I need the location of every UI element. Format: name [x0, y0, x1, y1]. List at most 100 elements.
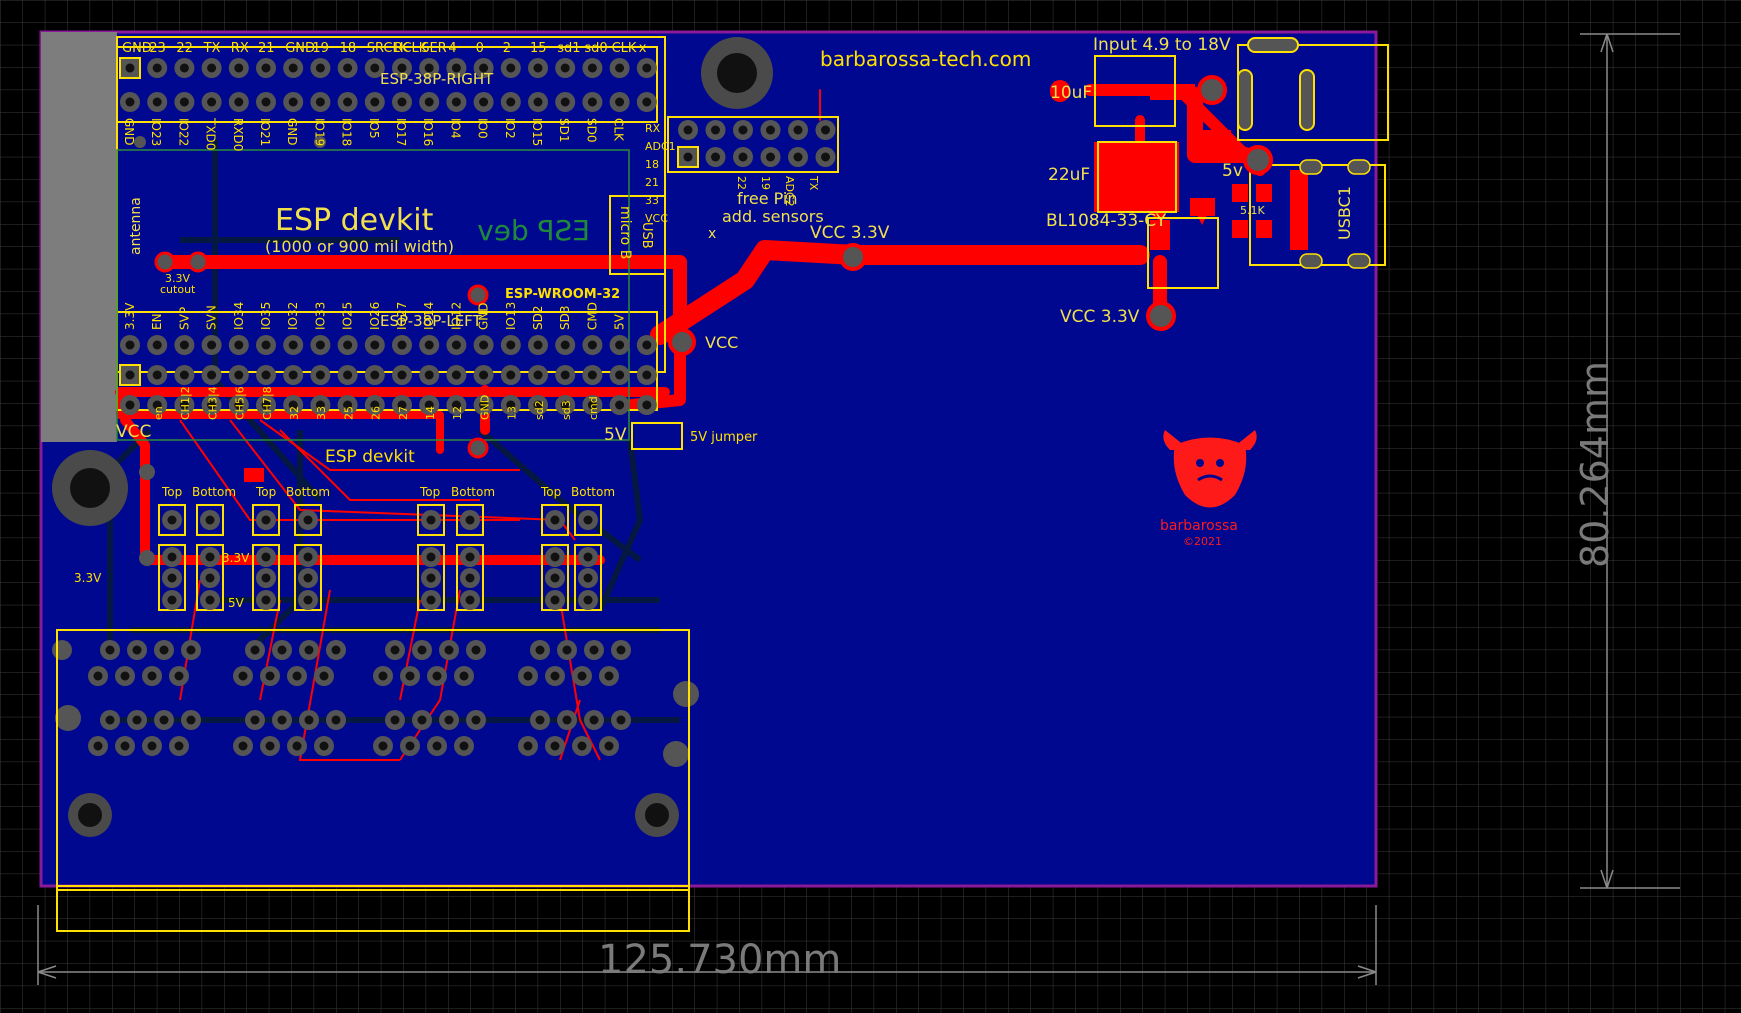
pin-label: 32: [288, 406, 301, 420]
pin-label: IO34: [232, 302, 246, 330]
pin-label: SVP: [177, 307, 191, 330]
pin-label: IO14: [422, 302, 436, 330]
pad-drill: [550, 515, 560, 525]
esp-antenna-area: [41, 32, 117, 442]
pin-label: CH1|2: [179, 386, 192, 420]
pad-drill: [370, 63, 380, 73]
bottom-header-row-2[interactable]: [119, 364, 657, 386]
pin-label: Bottom: [192, 485, 236, 499]
pad-drill: [550, 573, 560, 583]
pad-drill: [125, 63, 135, 73]
input-voltage-label: Input 4.9 to 18V: [1093, 35, 1231, 55]
free-pin-header[interactable]: [677, 120, 836, 168]
bottom-header-row-3[interactable]: [120, 395, 657, 415]
pad-drill: [234, 97, 244, 107]
pin-label: IO21: [258, 118, 272, 146]
pin-label: sd2: [533, 400, 546, 420]
pad-drill: [766, 125, 775, 135]
pin-label: 23: [149, 41, 166, 56]
pin-label: GND: [122, 41, 152, 56]
pad-drill: [642, 97, 652, 107]
pad-drill: [167, 515, 177, 525]
pad-drill: [179, 400, 189, 410]
pad-drill: [288, 97, 298, 107]
pad-drill: [587, 340, 597, 350]
pad-drill: [315, 370, 325, 380]
vias: [52, 75, 1273, 767]
pad-drill: [523, 741, 533, 751]
pad-drill: [370, 97, 380, 107]
pin-label: GND: [285, 118, 299, 146]
pad-drill: [207, 400, 217, 410]
pad-drill: [426, 595, 436, 605]
pad-drill: [523, 671, 533, 681]
pad-drill: [424, 340, 434, 350]
pad-drill: [319, 671, 329, 681]
pad-drill: [821, 125, 830, 135]
pin-label: SD0: [584, 118, 598, 143]
pad-drill: [207, 63, 217, 73]
pin-label: 19: [312, 41, 329, 56]
jumper-outline: [252, 504, 280, 536]
pin-label: 5V: [613, 313, 627, 330]
pad-drill: [479, 400, 489, 410]
pad-drill: [711, 152, 720, 162]
vcc-33-label-b: VCC 3.3V: [1060, 307, 1140, 327]
cutout-label: cutout: [160, 283, 196, 296]
pad-drill: [205, 515, 215, 525]
pad-drill: [444, 645, 454, 655]
pad-drill: [506, 400, 516, 410]
pad-drill: [261, 515, 271, 525]
usbc-connector: [1299, 159, 1371, 269]
pin-label: en: [152, 406, 165, 420]
pad-drill: [207, 370, 217, 380]
pin-label: RCLK: [394, 41, 428, 56]
pin-label: 0: [476, 41, 484, 56]
pad-drill: [152, 97, 162, 107]
esp-footprint-outline: [116, 149, 630, 441]
pin-label: 12: [451, 406, 464, 420]
pin-label: Top: [540, 485, 561, 499]
pad-drill: [583, 515, 593, 525]
cutout-33v-label: 3.3V: [165, 272, 190, 285]
pin-label: 2: [503, 41, 511, 56]
pin-label: GND: [122, 118, 136, 146]
pad-drill: [587, 63, 597, 73]
pad-drill: [179, 63, 189, 73]
label-5v-small: 5v: [1222, 161, 1243, 181]
jumper-blocks[interactable]: [158, 504, 602, 611]
pin-label: IO32: [286, 302, 300, 330]
pad-drill: [205, 573, 215, 583]
pad-drill: [238, 671, 248, 681]
top-header-row-2[interactable]: [120, 92, 657, 112]
pad-drill: [583, 595, 593, 605]
pad-drill: [234, 370, 244, 380]
pad-drill: [261, 63, 271, 73]
pin-label: TX: [807, 175, 820, 191]
lower-connectors[interactable]: [88, 640, 631, 756]
pin-label: ADC1: [645, 140, 676, 153]
pad-drill: [261, 340, 271, 350]
pad-drill: [583, 573, 593, 583]
website-label: barbarossa-tech.com: [820, 47, 1031, 71]
pad-drill: [261, 552, 271, 562]
bottom-header-row-1[interactable]: [120, 335, 657, 355]
pin-label: IO19: [312, 118, 326, 146]
pad-drill: [303, 515, 313, 525]
resistor-5k1-label: 5.1K: [1240, 204, 1265, 217]
pin-label: IO23: [149, 118, 163, 146]
esp-wroom-label: ESP-WROOM-32: [505, 287, 620, 302]
top-header-row-1[interactable]: [119, 57, 657, 79]
pad-drill: [550, 595, 560, 605]
pad-drill: [207, 340, 217, 350]
pad-drill: [234, 340, 244, 350]
pad-drill: [288, 340, 298, 350]
pad-drill: [370, 400, 380, 410]
pad-drill: [793, 125, 803, 135]
pad-drill: [132, 715, 142, 725]
pin-label: 21: [258, 41, 275, 56]
pin-label: IO12: [449, 302, 463, 330]
pad-drill: [397, 97, 407, 107]
